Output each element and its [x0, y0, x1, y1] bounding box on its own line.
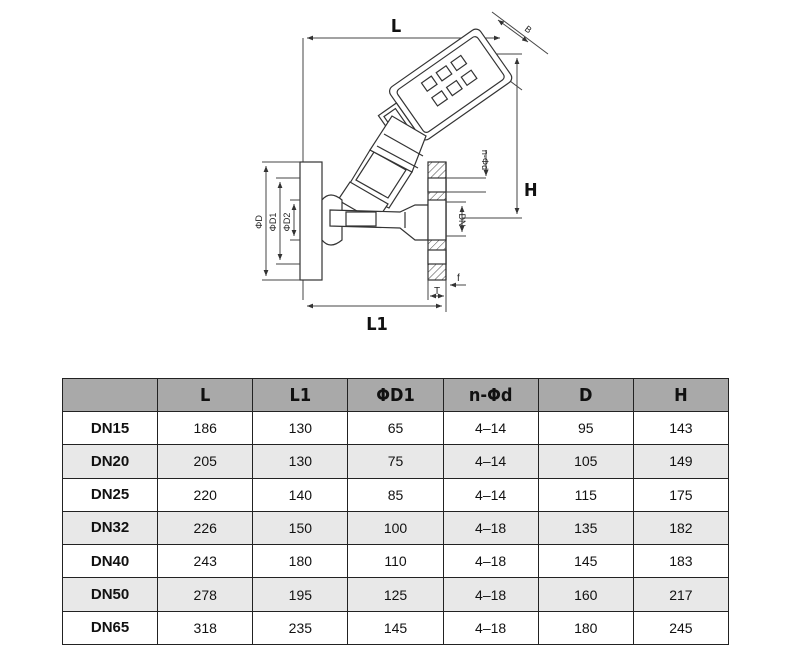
cell-D: 145: [537, 544, 634, 579]
label-nd: n-Φd: [480, 150, 490, 170]
cell-H: 175: [632, 477, 730, 512]
cell-L: 186: [157, 410, 254, 446]
valve-drawing-svg: L B H: [254, 11, 549, 335]
column-header-H: H: [632, 378, 730, 412]
cell-L1: 235: [252, 610, 349, 646]
cell-D: 105: [537, 444, 634, 479]
table-row: DN20 205 130 75 4–14 105 149: [61, 444, 730, 479]
label-B: B: [523, 24, 534, 36]
cell-D1: 75: [347, 444, 444, 479]
cell-D: 115: [537, 477, 634, 512]
column-header-size: [61, 378, 159, 412]
table-row: DN15 186 130 65 4–14 95 143: [61, 410, 730, 446]
cell-L: 226: [157, 510, 254, 546]
cell-D1: 110: [347, 544, 444, 579]
cell-L1: 195: [252, 577, 349, 612]
cell-L: 278: [157, 577, 254, 612]
table-row: DN40 243 180 110 4–18 145 183: [61, 544, 730, 579]
cell-H: 182: [632, 510, 730, 546]
cell-D: 135: [537, 510, 634, 546]
dimension-DN: [446, 201, 466, 237]
cell-size: DN25: [61, 477, 159, 512]
cell-D: 95: [537, 410, 634, 446]
label-DN: DN: [457, 214, 467, 227]
cell-D: 160: [537, 577, 634, 612]
table-row: DN32 226 150 100 4–18 135 182: [61, 510, 730, 546]
dimension-L1: L1: [307, 296, 447, 335]
table-row: DN65 318 235 145 4–18 180 245: [61, 610, 730, 646]
cell-nd: 4–18: [442, 544, 539, 579]
left-dimensions: [262, 161, 300, 281]
label-f: f: [457, 273, 460, 284]
table-row: DN25 220 140 85 4–14 115 175: [61, 477, 730, 512]
cell-nd: 4–14: [442, 444, 539, 479]
spec-table: L L1 ΦD1 n-Φd D H DN15 186 130 65 4–14 9…: [61, 378, 730, 646]
column-header-D: D: [537, 378, 634, 412]
cell-L1: 140: [252, 477, 349, 512]
cell-D1: 65: [347, 410, 444, 446]
cell-L: 243: [157, 544, 254, 579]
cell-H: 183: [632, 544, 730, 579]
cell-D1: 145: [347, 610, 444, 646]
cell-H: 143: [632, 410, 730, 446]
table-row: DN50 278 195 125 4–18 160 217: [61, 577, 730, 612]
cell-nd: 4–14: [442, 410, 539, 446]
cell-nd: 4–18: [442, 610, 539, 646]
cell-H: 149: [632, 444, 730, 479]
label-H: H: [524, 180, 538, 201]
cell-H: 217: [632, 577, 730, 612]
cell-D: 180: [537, 610, 634, 646]
table-header-row: L L1 ΦD1 n-Φd D H: [61, 378, 730, 412]
cell-L: 220: [157, 477, 254, 512]
cell-D1: 85: [347, 477, 444, 512]
cell-nd: 4–18: [442, 510, 539, 546]
cell-size: DN32: [61, 510, 159, 546]
cell-L: 318: [157, 610, 254, 646]
cell-D1: 125: [347, 577, 444, 612]
valve-drawing: L B H: [254, 11, 549, 335]
cell-H: 245: [632, 610, 730, 646]
column-header-D1: ΦD1: [347, 378, 444, 412]
cell-size: DN40: [61, 544, 159, 579]
cell-D1: 100: [347, 510, 444, 546]
column-header-L1: L1: [252, 378, 349, 412]
cell-L1: 180: [252, 544, 349, 579]
dimension-nd: [446, 150, 489, 193]
cell-L1: 130: [252, 444, 349, 479]
cell-L1: 130: [252, 410, 349, 446]
label-T: T: [434, 286, 440, 297]
cell-nd: 4–18: [442, 577, 539, 612]
column-header-nd: n-Φd: [442, 378, 539, 412]
cell-size: DN15: [61, 410, 159, 446]
cell-L: 205: [157, 444, 254, 479]
label-D: ΦD: [254, 215, 264, 229]
column-header-L: L: [157, 378, 254, 412]
cell-nd: 4–14: [442, 477, 539, 512]
right-flange: [427, 161, 447, 281]
cell-size: DN65: [61, 610, 159, 646]
valve-stem: [337, 115, 427, 223]
label-L: L: [391, 16, 401, 37]
label-D1: ΦD1: [268, 213, 278, 232]
cell-L1: 150: [252, 510, 349, 546]
label-L1: L1: [366, 314, 388, 335]
label-D2: ΦD2: [282, 213, 292, 232]
cell-size: DN50: [61, 577, 159, 612]
cell-size: DN20: [61, 444, 159, 479]
